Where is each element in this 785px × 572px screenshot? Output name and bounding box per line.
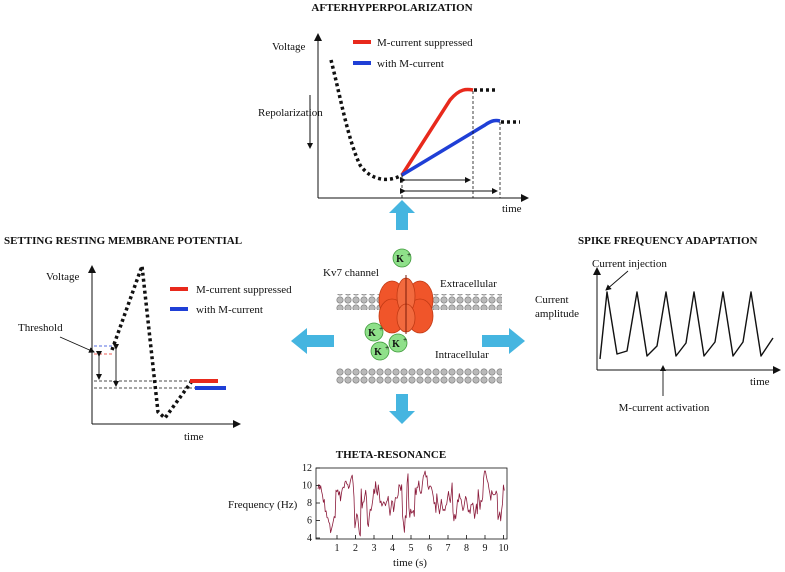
rmp-title: SETTING RESTING MEMBRANE POTENTIAL bbox=[4, 235, 242, 247]
sfa-title: SPIKE FREQUENCY ADAPTATION bbox=[578, 235, 758, 247]
ahp-legend-with: with M-current bbox=[377, 58, 444, 70]
kv7-channel-panel: Kv7 channel Extracellular Intracellular … bbox=[291, 200, 525, 424]
ahp-legend-suppressed: M-current suppressed bbox=[377, 37, 473, 49]
resting-potential-panel: SETTING RESTING MEMBRANE POTENTIAL Volta… bbox=[4, 235, 292, 443]
ahp-x-label: time bbox=[502, 203, 522, 215]
svg-text:10: 10 bbox=[499, 543, 509, 554]
svg-text:8: 8 bbox=[307, 498, 312, 509]
rmp-threshold-label: Threshold bbox=[18, 322, 63, 334]
rmp-legend-with: with M-current bbox=[196, 304, 263, 316]
svg-text:12: 12 bbox=[302, 463, 312, 474]
arrow-left-icon bbox=[291, 328, 334, 354]
sfa-current-injection-label: Current injection bbox=[592, 258, 667, 270]
rmp-threshold-pointer bbox=[59, 336, 95, 353]
svg-text:6: 6 bbox=[307, 516, 312, 527]
ahp-trace-suppressed bbox=[400, 87, 474, 176]
arrow-right-icon bbox=[482, 328, 525, 354]
intracellular-label: Intracellular bbox=[435, 349, 489, 361]
ion-charge: + bbox=[385, 344, 389, 352]
ahp-repolarization-label: Repolarization bbox=[258, 107, 323, 119]
theta-x-ticks: 1 2 3 4 5 6 7 8 9 10 bbox=[335, 535, 509, 554]
ion-symbol: K bbox=[374, 347, 382, 358]
theta-x-tick: 10 bbox=[499, 535, 509, 554]
svg-text:3: 3 bbox=[372, 543, 377, 554]
ion-charge: + bbox=[379, 325, 383, 333]
ion-charge: + bbox=[407, 251, 411, 259]
sfa-current-injection-pointer bbox=[605, 270, 629, 291]
svg-text:2: 2 bbox=[353, 543, 358, 554]
svg-text:7: 7 bbox=[446, 543, 451, 554]
svg-text:10: 10 bbox=[302, 481, 312, 492]
ion-symbol: K bbox=[368, 328, 376, 339]
theta-x-tick: 6 bbox=[427, 535, 432, 554]
arrow-down-icon bbox=[389, 394, 415, 424]
theta-x-tick: 4 bbox=[390, 535, 395, 554]
sfa-y-label-line1: Current bbox=[535, 294, 569, 306]
theta-title: THETA-RESONANCE bbox=[336, 449, 446, 461]
sfa-m-current-label: M-current activation bbox=[619, 402, 710, 414]
sfa-spike-trace bbox=[599, 291, 774, 360]
theta-y-tick: 12 bbox=[302, 463, 320, 474]
svg-text:5: 5 bbox=[409, 543, 414, 554]
afterhyperpolarization-panel: AFTERHYPERPOLARIZATION Voltage Repolariz… bbox=[258, 2, 529, 215]
theta-x-tick: 2 bbox=[353, 535, 358, 554]
theta-y-tick: 8 bbox=[307, 498, 320, 509]
kv7-channel-label: Kv7 channel bbox=[323, 267, 379, 279]
ion-symbol: K bbox=[392, 339, 400, 350]
ahp-y-label: Voltage bbox=[272, 41, 306, 53]
svg-text:9: 9 bbox=[483, 543, 488, 554]
theta-plot-frame bbox=[315, 467, 508, 540]
arrow-up-icon bbox=[389, 200, 415, 230]
theta-resonance-panel: THETA-RESONANCE Frequency (Hz) 4 6 8 10 … bbox=[228, 449, 509, 569]
theta-x-tick: 5 bbox=[409, 535, 414, 554]
theta-x-label: time (s) bbox=[393, 557, 427, 569]
svg-text:4: 4 bbox=[307, 533, 312, 544]
kv7-channel-protein-icon bbox=[378, 275, 434, 334]
potassium-ion-icon: K + bbox=[392, 248, 412, 268]
svg-text:1: 1 bbox=[335, 543, 340, 554]
theta-y-ticks: 4 6 8 10 12 bbox=[302, 463, 320, 544]
svg-text:6: 6 bbox=[427, 543, 432, 554]
theta-y-label: Frequency (Hz) bbox=[228, 499, 298, 511]
potassium-ion-icon: K + bbox=[364, 322, 384, 342]
potassium-ion-icon: K + bbox=[388, 333, 408, 353]
extracellular-label: Extracellular bbox=[440, 278, 497, 290]
sfa-y-label-line2: amplitude bbox=[535, 308, 579, 320]
rmp-spike-trace bbox=[110, 264, 194, 420]
ion-charge: + bbox=[403, 336, 407, 344]
theta-x-tick: 9 bbox=[483, 535, 488, 554]
theta-x-tick: 3 bbox=[372, 535, 377, 554]
svg-text:4: 4 bbox=[390, 543, 395, 554]
ahp-trace-with bbox=[401, 118, 501, 177]
inner-membrane-bilayer bbox=[336, 368, 502, 384]
theta-y-tick: 6 bbox=[307, 516, 320, 527]
sfa-x-label: time bbox=[750, 376, 770, 388]
ahp-title: AFTERHYPERPOLARIZATION bbox=[311, 2, 472, 14]
rmp-y-label: Voltage bbox=[46, 271, 80, 283]
theta-frequency-trace bbox=[317, 470, 505, 537]
potassium-ion-icon: K + bbox=[370, 341, 390, 361]
theta-y-tick: 4 bbox=[307, 533, 320, 544]
svg-text:8: 8 bbox=[464, 543, 469, 554]
theta-y-tick: 10 bbox=[302, 481, 320, 492]
ahp-spike-trace bbox=[329, 59, 403, 182]
theta-x-tick: 1 bbox=[335, 535, 340, 554]
rmp-legend-suppressed: M-current suppressed bbox=[196, 284, 292, 296]
theta-x-tick: 8 bbox=[464, 535, 469, 554]
ion-symbol: K bbox=[396, 254, 404, 265]
spike-adaptation-panel: SPIKE FREQUENCY ADAPTATION Current injec… bbox=[535, 235, 781, 414]
rmp-x-label: time bbox=[184, 431, 204, 443]
theta-x-tick: 7 bbox=[446, 535, 451, 554]
